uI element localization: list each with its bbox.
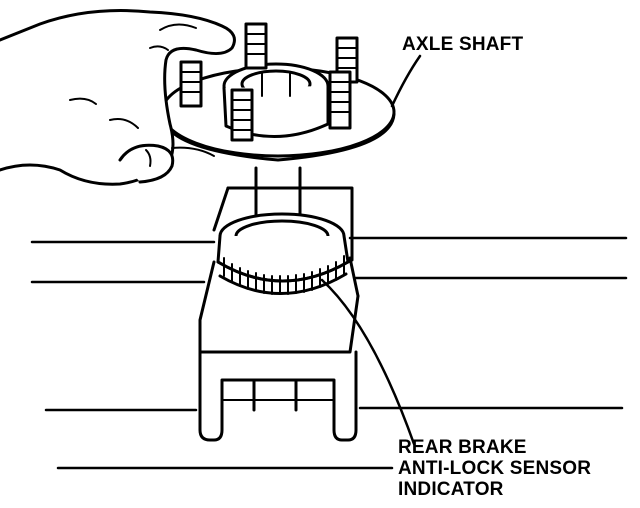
sensor-label-line-3: INDICATOR [398,479,504,500]
sensor-label-line-2: ANTI-LOCK SENSOR [398,458,592,479]
stud-1 [179,60,203,108]
sensor-leader [320,278,416,446]
hand [0,9,236,186]
stud-4 [230,88,254,142]
wheel-studs [179,22,359,142]
stud-2 [244,22,268,70]
sensor-indicator-ring [216,212,350,295]
bench-lines [30,236,628,470]
leader-lines [320,54,422,446]
sensor-indicator-label: REAR BRAKE ANTI-LOCK SENSOR INDICATOR [398,437,591,500]
stud-5 [328,70,352,130]
axle-shaft-leader [390,54,422,108]
sensor-label-line-1: REAR BRAKE [398,437,527,458]
press-fixture [198,186,360,442]
axle-shaft-label: AXLE SHAFT [402,34,524,55]
